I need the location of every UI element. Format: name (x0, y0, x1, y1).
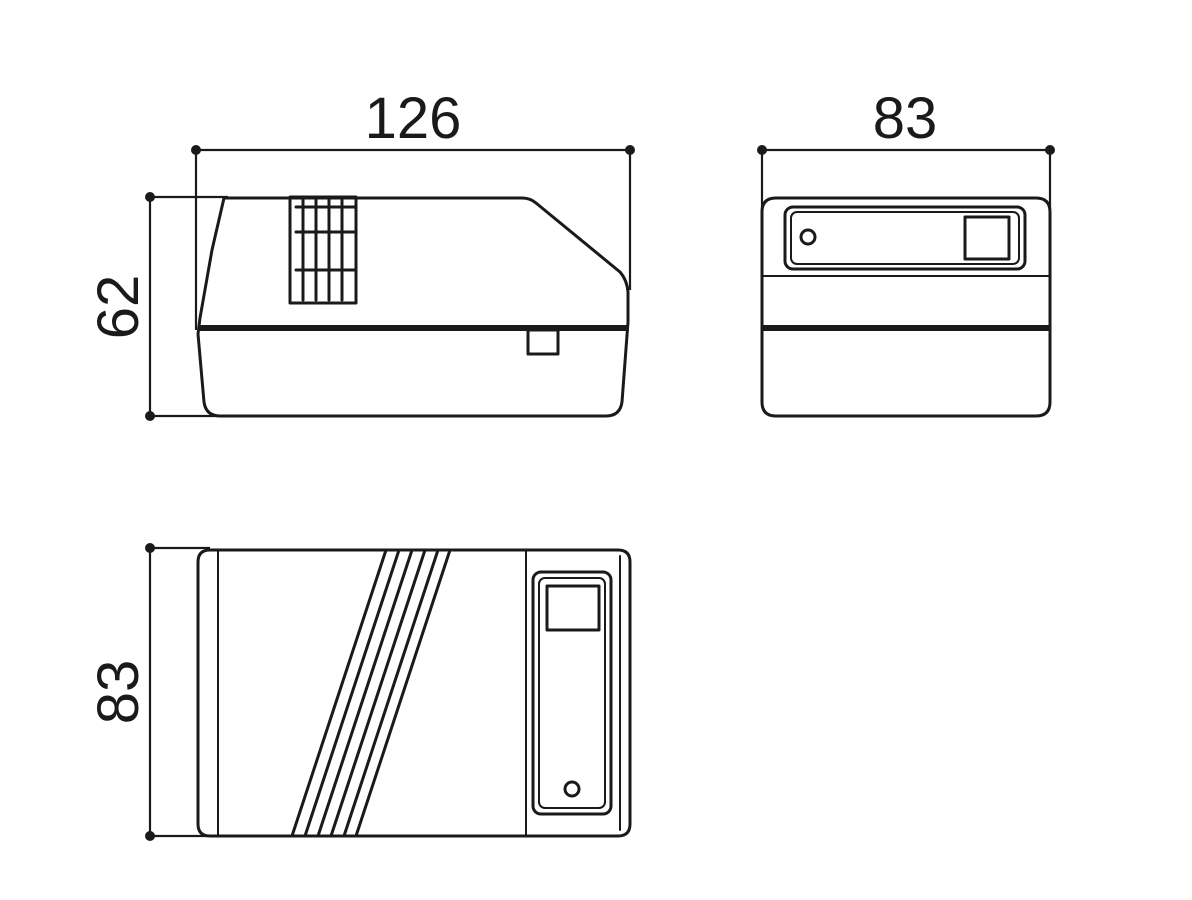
top-view-depth-dimension: 83 (86, 543, 210, 841)
end-view-width-label: 83 (873, 86, 938, 151)
end-view-panel-inner (790, 211, 1020, 265)
side-view-outline (196, 196, 630, 418)
end-view-panel (783, 205, 1027, 271)
side-view-height-label: 62 (86, 275, 151, 340)
end-view-switch-icon (963, 215, 1011, 261)
end-view-indicator-icon (799, 228, 817, 246)
side-view-height-dimension: 62 (86, 192, 228, 421)
top-view-panel (531, 570, 613, 816)
top-view: 83 (86, 543, 632, 841)
top-view-vent (290, 548, 452, 838)
side-view-vent (288, 195, 358, 305)
top-view-depth-label: 83 (86, 660, 151, 725)
end-view-width-dimension: 83 (757, 86, 1055, 210)
top-view-panel-inner (538, 577, 606, 809)
side-view: 126 62 (86, 86, 635, 421)
side-view-width-dimension: 126 (191, 86, 635, 330)
top-view-outline (196, 548, 632, 838)
side-view-width-label: 126 (365, 86, 462, 151)
end-view: 83 (757, 86, 1055, 418)
top-view-switch-icon (545, 584, 601, 632)
side-view-tab (526, 328, 560, 356)
top-view-indicator-icon (563, 780, 581, 798)
